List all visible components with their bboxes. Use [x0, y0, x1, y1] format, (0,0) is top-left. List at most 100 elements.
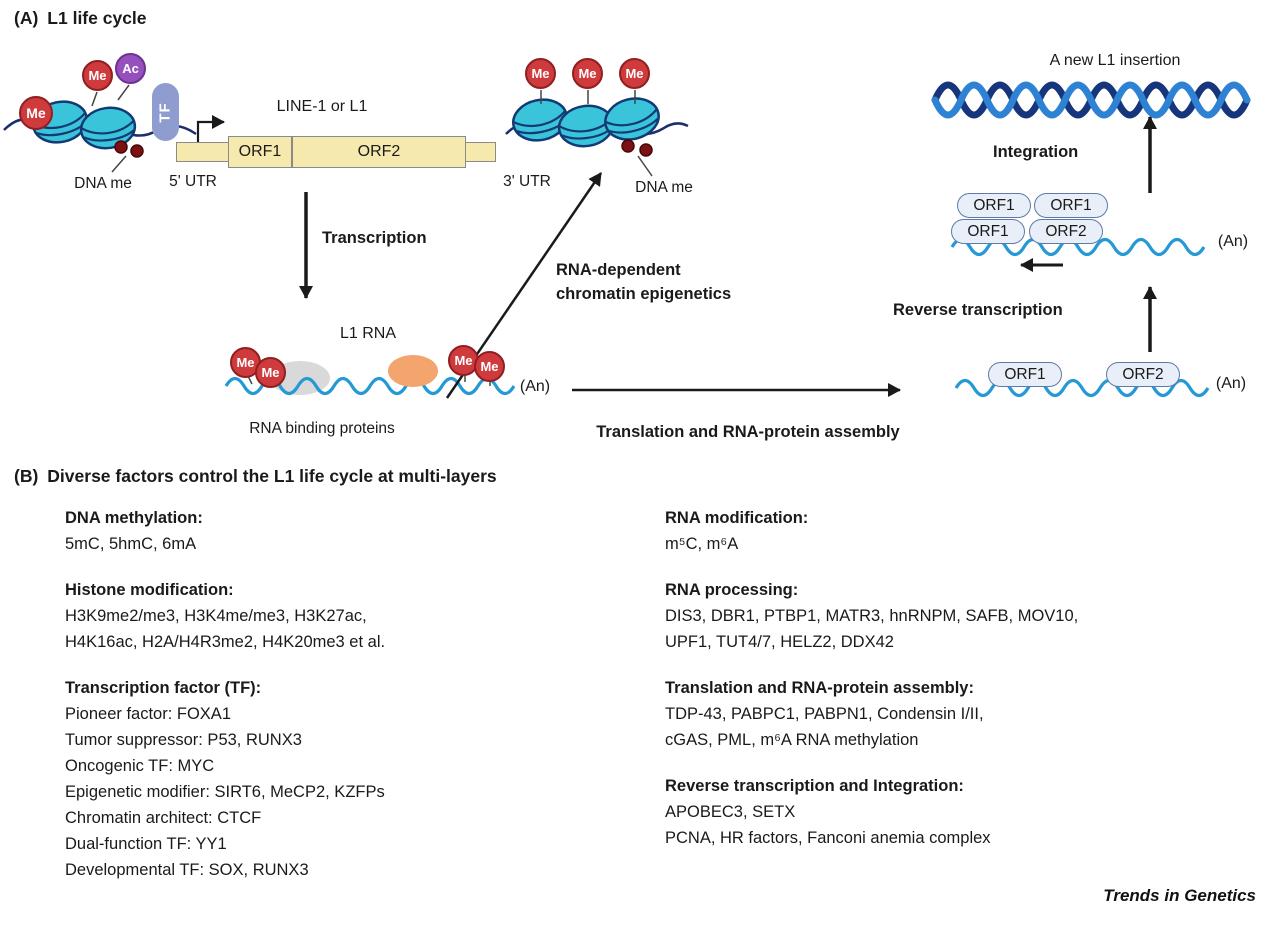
me-label: Me [236, 355, 255, 370]
section-line: APOBEC3, SETX [665, 803, 796, 821]
section-line: Pioneer factor: FOXA1 [65, 705, 231, 723]
section-transcription-factor: Transcription factor (TF): Pioneer facto… [65, 675, 625, 883]
transcription-label: Transcription [322, 229, 427, 247]
reverse-transcription-label: Reverse transcription [893, 301, 1063, 319]
tf-label: TF [156, 101, 174, 123]
section-line: Developmental TF: SOX, RUNX3 [65, 861, 309, 879]
orf2-box: ORF2 [292, 136, 466, 168]
rna-dependent-line1: RNA-dependent [556, 261, 681, 279]
section-histone-modification: Histone modification: H3K9me2/me3, H3K4m… [65, 577, 625, 655]
panel-b-right-column: RNA modification: m⁵C, m⁶A RNA processin… [665, 505, 1255, 871]
utr3-label: 3' UTR [503, 173, 551, 190]
panel-b-title: (B) Diverse factors control the L1 life … [14, 466, 497, 487]
section-heading: Reverse transcription and Integration: [665, 777, 964, 795]
orf1-label: ORF1 [238, 143, 282, 160]
l1-rna-label: L1 RNA [339, 325, 397, 342]
poly-a-label: (An) [519, 378, 551, 395]
me-label: Me [88, 68, 107, 83]
section-line: Dual-function TF: YY1 [65, 835, 227, 853]
section-line: H3K9me2/me3, H3K4me/me3, H3K27ac, [65, 607, 367, 625]
section-heading: Translation and RNA-protein assembly: [665, 679, 974, 697]
me-mark-icon: Me [255, 357, 286, 388]
section-dna-methylation: DNA methylation: 5mC, 5hmC, 6mA [65, 505, 625, 557]
section-translation-assembly: Translation and RNA-protein assembly: TD… [665, 675, 1255, 753]
poly-a-label: (An) [1215, 375, 1247, 392]
orf1-box: ORF1 [228, 136, 292, 168]
section-line: Tumor suppressor: P53, RUNX3 [65, 731, 302, 749]
orf1-label: ORF1 [967, 222, 1009, 240]
section-line: cGAS, PML, m⁶A RNA methylation [665, 731, 919, 749]
integration-label: Integration [993, 143, 1079, 161]
rna-dependent-line2: chromatin epigenetics [556, 285, 732, 303]
section-rna-modification: RNA modification: m⁵C, m⁶A [665, 505, 1255, 557]
gene-name-label: LINE-1 or L1 [276, 98, 368, 115]
orf1-label: ORF1 [1050, 196, 1092, 214]
section-line: Oncogenic TF: MYC [65, 757, 215, 775]
poly-a-label: (An) [1217, 233, 1249, 250]
orf2-label: ORF2 [1045, 222, 1087, 240]
section-reverse-transcription-integration: Reverse transcription and Integration: A… [665, 773, 1255, 851]
orf2-label: ORF2 [357, 143, 401, 160]
l1-gene-body: ORF1 ORF2 [176, 136, 498, 168]
panel-b-label: (B) [14, 466, 39, 486]
me-mark-icon: Me [19, 96, 53, 130]
pill-orf1-rnp: ORF1 [951, 219, 1025, 244]
panel-a-title-text: L1 life cycle [47, 8, 147, 28]
pill-orf1-rnp: ORF1 [957, 193, 1031, 218]
section-heading: RNA modification: [665, 509, 809, 527]
utr5-label: 5' UTR [169, 173, 217, 190]
panel-a-title: (A) L1 life cycle [14, 8, 147, 29]
panel-a-label: (A) [14, 8, 39, 28]
tf-oval: TF [152, 83, 179, 141]
section-line: DIS3, DBR1, PTBP1, MATR3, hnRNPM, SAFB, … [665, 607, 1079, 625]
me-label: Me [531, 66, 550, 81]
pill-orf1-protein: ORF1 [988, 362, 1062, 387]
me-mark-icon: Me [82, 60, 113, 91]
panel-a: (A) L1 life cycle Me Me Ac Me Me Me TF O… [0, 0, 1268, 460]
me-label: Me [261, 365, 280, 380]
dna-me-label-left: DNA me [74, 175, 132, 192]
rna-dependent-label: RNA-dependent chromatin epigenetics [556, 258, 731, 306]
section-rna-processing: RNA processing: DIS3, DBR1, PTBP1, MATR3… [665, 577, 1255, 655]
me-mark-icon: Me [474, 351, 505, 382]
section-line: 5mC, 5hmC, 6mA [65, 535, 197, 553]
section-line: UPF1, TUT4/7, HELZ2, DDX42 [665, 633, 894, 651]
section-line: TDP-43, PABPC1, PABPN1, Condensin I/II, [665, 705, 984, 723]
journal-name: Trends in Genetics [1103, 886, 1256, 905]
orf1-label: ORF1 [1004, 365, 1046, 383]
new-insertion-label: A new L1 insertion [1049, 52, 1181, 69]
me-label: Me [625, 66, 644, 81]
panel-b-title-text: Diverse factors control the L1 life cycl… [47, 466, 497, 486]
dna-me-dots [114, 139, 653, 158]
me-label: Me [454, 353, 473, 368]
me-label: Me [26, 105, 46, 121]
orf1-label: ORF1 [973, 196, 1015, 214]
section-line: Epigenetic modifier: SIRT6, MeCP2, KZFPs [65, 783, 385, 801]
me-mark-icon: Me [525, 58, 556, 89]
orange-protein-oval [388, 355, 438, 387]
me-label: Me [480, 359, 499, 374]
section-line: H4K16ac, H2A/H4R3me2, H4K20me3 et al. [65, 633, 386, 651]
me-mark-icon: Me [572, 58, 603, 89]
right-nucleosome-cluster [508, 91, 665, 151]
section-line: m⁵C, m⁶A [665, 535, 739, 553]
section-heading: RNA processing: [665, 581, 799, 599]
section-line: PCNA, HR factors, Fanconi anemia complex [665, 829, 991, 847]
translation-assembly-label: Translation and RNA-protein assembly [596, 423, 900, 441]
section-heading: DNA methylation: [65, 509, 203, 527]
pill-orf2-rnp: ORF2 [1029, 219, 1103, 244]
pill-orf2-protein: ORF2 [1106, 362, 1180, 387]
dna-me-label-right: DNA me [635, 179, 693, 196]
section-heading: Transcription factor (TF): [65, 679, 262, 697]
section-heading: Histone modification: [65, 581, 234, 599]
section-line: Chromatin architect: CTCF [65, 809, 262, 827]
ac-mark-icon: Ac [115, 53, 146, 84]
pill-orf1-rnp: ORF1 [1034, 193, 1108, 218]
rna-binding-proteins-label: RNA binding proteins [249, 420, 395, 437]
panel-b-left-column: DNA methylation: 5mC, 5hmC, 6mA Histone … [65, 505, 625, 903]
orf2-label: ORF2 [1122, 365, 1164, 383]
dna-helix [931, 81, 1251, 119]
me-mark-icon: Me [619, 58, 650, 89]
ac-label: Ac [122, 61, 139, 76]
